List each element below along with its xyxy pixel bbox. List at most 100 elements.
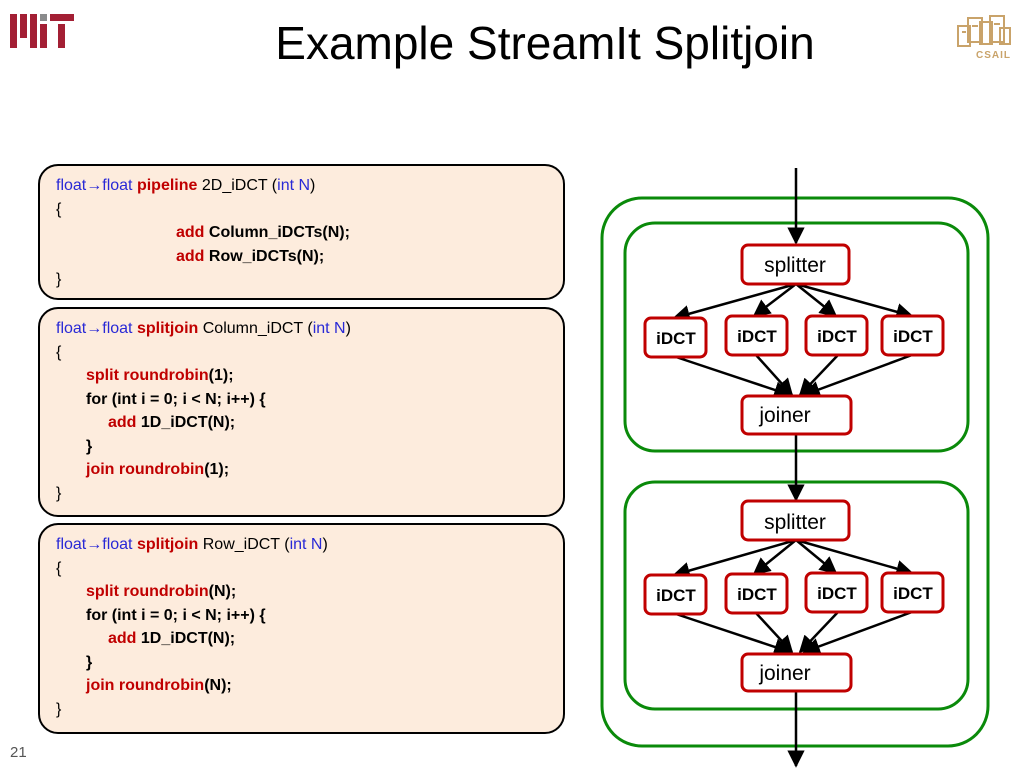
- code-line-join: join roundrobin(1);: [56, 458, 563, 482]
- code-param: int N: [289, 536, 323, 553]
- node-label: splitter: [764, 254, 826, 277]
- code-name: Row_iDCT (: [202, 536, 290, 553]
- code-line-for: for (int i = 0; i < N; i++) {: [86, 390, 266, 408]
- arrow-glyph: →: [86, 177, 103, 194]
- node-filter-bottom-4: iDCT: [880, 571, 945, 614]
- slide-number: 21: [10, 744, 27, 761]
- code-split-keyword: split roundrobin: [86, 583, 209, 600]
- edge-filter-join: [675, 612, 792, 656]
- edge-split-filter: [672, 282, 797, 323]
- node-label: iDCT: [817, 327, 857, 346]
- code-join-arg: (1);: [204, 461, 230, 478]
- edge-split-filter: [672, 538, 797, 580]
- node-joiner-top: joiner: [740, 394, 853, 436]
- code-line-add: add 1D_iDCT(N);: [56, 411, 563, 435]
- code-param: int N: [277, 177, 311, 194]
- edge-split-filter: [795, 538, 914, 578]
- node-label: iDCT: [656, 586, 696, 605]
- node-filter-bottom-3: iDCT: [804, 571, 869, 614]
- node-filter-bottom-1: iDCT: [643, 573, 708, 616]
- edge-split-filter: [752, 539, 797, 576]
- code-type-out: float: [102, 177, 133, 194]
- code-stmt: Row_iDCTs(N);: [208, 247, 325, 265]
- node-label: iDCT: [893, 584, 933, 603]
- code-box-row-splitjoin: float→float splitjoin Row_iDCT (int N) {…: [38, 523, 565, 734]
- node-label: iDCT: [656, 329, 696, 348]
- code-type-out: float: [102, 320, 133, 337]
- code-close-paren: ): [322, 536, 328, 553]
- code-type-in: float: [56, 320, 87, 337]
- edge-filter-join: [802, 353, 913, 398]
- node-splitter-bottom: splitter: [740, 499, 851, 542]
- edge-filter-join: [675, 355, 792, 399]
- code-line-for: for (int i = 0; i < N; i++) {: [86, 606, 266, 624]
- code-split-arg: (N);: [208, 583, 237, 600]
- code-keyword: splitjoin: [136, 320, 199, 337]
- code-add-stmt: 1D_iDCT(N);: [140, 414, 236, 431]
- edge-split-filter: [795, 539, 838, 575]
- edge-split-filter: [752, 283, 797, 318]
- node-label: joiner: [758, 662, 810, 685]
- code-join-arg: (N);: [204, 677, 232, 694]
- code-line-add: add 1D_iDCT(N);: [56, 627, 563, 651]
- code-open-brace: {: [56, 200, 62, 218]
- node-label: iDCT: [817, 584, 857, 603]
- mit-logo: [10, 14, 74, 48]
- arrow-glyph: →: [86, 536, 103, 553]
- code-box-column-splitjoin: float→float splitjoin Column_iDCT (int N…: [38, 307, 565, 517]
- code-line-add-1: add Column_iDCTs(N);: [56, 221, 563, 245]
- code-close-brace: }: [56, 271, 62, 288]
- edge-split-filter: [795, 282, 914, 321]
- code-line-add-2: add Row_iDCTs(N);: [56, 245, 563, 269]
- code-open-brace: {: [56, 559, 62, 577]
- code-add-stmt: 1D_iDCT(N);: [140, 630, 236, 647]
- code-add-keyword: add: [176, 247, 205, 265]
- code-name: 2D_iDCT (: [201, 177, 278, 194]
- code-keyword: pipeline: [136, 177, 198, 194]
- node-filter-bottom-2: iDCT: [724, 572, 789, 615]
- code-split-keyword: split roundrobin: [86, 367, 209, 384]
- code-close-brace: }: [56, 700, 62, 718]
- node-label: iDCT: [893, 327, 933, 346]
- node-joiner-bottom: joiner: [740, 652, 853, 693]
- node-label: joiner: [758, 404, 810, 427]
- code-split-arg: (1);: [208, 367, 234, 384]
- code-line-for-close: }: [86, 653, 93, 671]
- csail-logo-text: CSAIL: [976, 50, 1011, 61]
- code-type-in: float: [56, 536, 87, 553]
- code-stmt: Column_iDCTs(N);: [208, 224, 350, 241]
- arrow-glyph: →: [86, 320, 103, 337]
- node-label: splitter: [764, 511, 826, 534]
- code-open-brace: {: [56, 343, 62, 361]
- code-add-keyword: add: [108, 414, 137, 431]
- code-line-split: split roundrobin(N);: [56, 580, 563, 604]
- code-line-for-close: }: [86, 437, 93, 455]
- code-param: int N: [312, 320, 346, 337]
- edge-split-filter: [795, 283, 838, 318]
- code-line-signature: float→float splitjoin Row_iDCT (int N): [56, 533, 563, 557]
- code-add-keyword: add: [108, 630, 137, 647]
- node-splitter-top: splitter: [740, 243, 851, 286]
- code-join-keyword: join roundrobin: [86, 461, 205, 478]
- code-type-out: float: [102, 536, 133, 553]
- code-close-paren: ): [310, 177, 316, 194]
- edge-filter-join: [755, 354, 794, 397]
- node-filter-top-2: iDCT: [724, 314, 789, 357]
- edge-filter-join: [755, 612, 794, 654]
- code-close-brace: }: [56, 484, 62, 502]
- code-keyword: splitjoin: [136, 536, 199, 553]
- edge-filter-join: [802, 610, 913, 655]
- node-filter-top-4: iDCT: [880, 314, 945, 357]
- node-filter-top-1: iDCT: [643, 316, 708, 359]
- code-box-pipeline: float→float pipeline 2D_iDCT (int N) { a…: [38, 164, 565, 300]
- code-line-split: split roundrobin(1);: [56, 364, 563, 388]
- csail-logo: [957, 15, 1011, 47]
- node-filter-top-3: iDCT: [804, 314, 869, 357]
- code-name: Column_iDCT (: [202, 320, 313, 337]
- code-line-signature: float→float splitjoin Column_iDCT (int N…: [56, 317, 563, 341]
- node-label: iDCT: [737, 585, 777, 604]
- code-close-paren: ): [345, 320, 351, 337]
- code-line-signature: float→float pipeline 2D_iDCT (int N): [56, 174, 563, 198]
- code-line-join: join roundrobin(N);: [56, 674, 563, 698]
